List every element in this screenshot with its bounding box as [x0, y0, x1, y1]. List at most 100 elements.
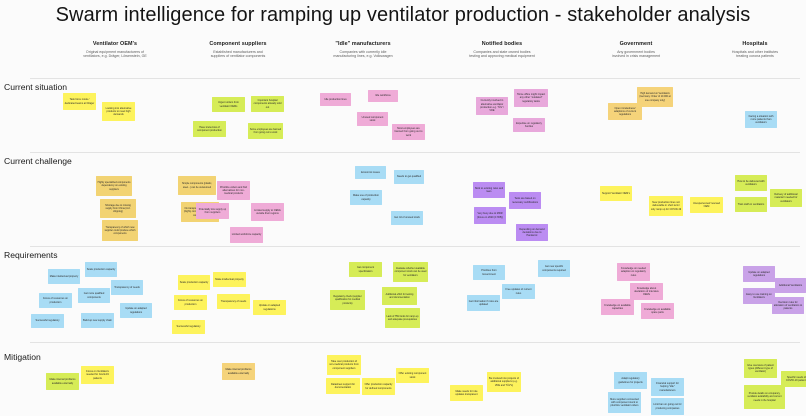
- sticky-note[interactable]: Additional effort for testing and docume…: [382, 287, 417, 305]
- sticky-note[interactable]: Prioritize orders and find alternatives …: [217, 181, 250, 200]
- sticky-note[interactable]: Open mindedness/ adaptions of current re…: [608, 103, 642, 120]
- sticky-note[interactable]: Expertise on regulatory hurdles: [513, 118, 545, 132]
- sticky-note[interactable]: Update on adapted regulations: [743, 266, 775, 282]
- sticky-note[interactable]: Successful regulatory: [31, 314, 64, 328]
- sticky-note[interactable]: Financial support for helping "idle" man…: [651, 378, 684, 396]
- sticky-note[interactable]: Limited workforce capacity: [230, 227, 263, 243]
- sticky-note[interactable]: Shortage due to missing supply from Chin…: [100, 199, 136, 218]
- sticky-note[interactable]: Transparency of needs: [111, 280, 143, 295]
- sticky-note[interactable]: Task force mode / dedicated teams at Drä…: [63, 93, 96, 110]
- sticky-note[interactable]: Most employees are banned from going out…: [392, 124, 425, 140]
- sticky-note[interactable]: Support Ventilator OEM's: [600, 186, 632, 201]
- row-divider-requirements: [30, 246, 800, 247]
- sticky-note[interactable]: Get component specification: [349, 262, 382, 277]
- row-divider-current-situation: [30, 78, 800, 79]
- sticky-note[interactable]: Some employees are banned from going out…: [248, 123, 283, 139]
- sticky-note[interactable]: Update on adapted regulations: [253, 300, 286, 315]
- sticky-note[interactable]: Make use of production capacity: [350, 190, 382, 205]
- sticky-note[interactable]: Provide details on occupancy, ventilator…: [744, 385, 785, 409]
- column-title: Component suppliers: [209, 41, 267, 47]
- column-title: Notified bodies: [481, 41, 523, 47]
- sticky-note[interactable]: Easy to use training on Ventilators: [743, 288, 775, 304]
- sticky-note[interactable]: Make needs for rule updates transparent: [450, 385, 483, 401]
- sticky-note[interactable]: Simple components (plastic, steel...) ca…: [178, 176, 216, 195]
- sticky-note[interactable]: High demand on Ventilators (Germany: Ord…: [637, 87, 673, 107]
- sticky-note[interactable]: Additional Ventilators: [775, 278, 806, 293]
- sticky-note[interactable]: Limited supply to OEMs outside their reg…: [251, 203, 284, 221]
- sticky-note[interactable]: Knowledge on needed adaption on regulato…: [617, 263, 650, 281]
- sticky-note[interactable]: Datasheet support for documentation: [326, 378, 360, 394]
- row-label-requirements: Requirements: [4, 250, 58, 260]
- sticky-note[interactable]: Make intellectual property: [213, 272, 246, 287]
- sticky-note[interactable]: Stick to existing rules and laws: [473, 182, 505, 198]
- sticky-note[interactable]: More suppliers connected with component …: [608, 392, 641, 413]
- sticky-note[interactable]: Focus of resources on production: [174, 295, 207, 310]
- column-title: Hospitals: [742, 41, 768, 47]
- sticky-note[interactable]: Urgent orders from ventilator OEMs: [212, 97, 245, 112]
- sticky-note[interactable]: Update on adapted regulations: [120, 303, 152, 318]
- sticky-note[interactable]: Make internal problems available externa…: [222, 363, 255, 380]
- sticky-note[interactable]: Train staff on ventilators: [735, 197, 767, 212]
- sticky-note[interactable]: Adapt regulatory guidelines for projects: [614, 372, 647, 389]
- sticky-note[interactable]: Potentially low supply up from suppliers: [196, 203, 229, 219]
- sticky-note[interactable]: Transparency of which new supplier could…: [102, 220, 138, 241]
- sticky-note[interactable]: Build up new supply chain: [81, 313, 114, 328]
- sticky-note[interactable]: Evaluate whether available component sto…: [393, 262, 428, 282]
- sticky-note[interactable]: Delivery of additional material / needed…: [770, 189, 802, 207]
- sticky-note[interactable]: Focus on Ventilators needed for Covid-19…: [81, 366, 114, 384]
- sticky-note[interactable]: Get new specific components required: [538, 260, 570, 277]
- sticky-note[interactable]: Very busy due to MDR (focus on 2020 (17/…: [474, 207, 506, 224]
- sticky-note[interactable]: Offer existing component stock: [396, 368, 429, 383]
- sticky-note[interactable]: Be involved into projects of additional …: [487, 372, 521, 392]
- sticky-note[interactable]: Facing a situation with more patients th…: [745, 111, 777, 128]
- sticky-note[interactable]: Limit ban on going out for producing com…: [651, 398, 684, 415]
- sticky-note[interactable]: Get information if rules are updated: [467, 295, 500, 311]
- sticky-note[interactable]: Knowledge on available spare parts: [641, 303, 674, 319]
- sticky-note[interactable]: Highly specialized components dependency…: [96, 176, 132, 196]
- sticky-note[interactable]: Lack of HW funds for ramp-up and adequat…: [385, 308, 420, 328]
- sticky-note[interactable]: Idle workforce: [368, 90, 398, 102]
- sticky-note[interactable]: Offer production capacity for defined co…: [362, 378, 395, 395]
- sticky-note[interactable]: Have know-how of component production: [193, 121, 226, 137]
- sticky-note[interactable]: Unexperienced/ rescued OEM: [690, 197, 723, 213]
- sticky-note[interactable]: Successful regulatory: [172, 320, 205, 334]
- sticky-note[interactable]: Free updates of current rules: [502, 284, 535, 299]
- sticky-note[interactable]: Looking into alternative products to mee…: [102, 102, 135, 121]
- row-label-current-challenge: Current challenge: [4, 156, 72, 166]
- sticky-note[interactable]: Decision rules for allocation of ventila…: [772, 297, 804, 314]
- sticky-note[interactable]: Give overview of patient types (differen…: [744, 359, 777, 378]
- sticky-note[interactable]: Scale production capacity: [85, 262, 117, 277]
- sticky-note[interactable]: Specific needs of COVID-19 patients: [781, 371, 806, 387]
- sticky-note[interactable]: Focus of resources on production: [39, 293, 72, 308]
- sticky-note[interactable]: Scale production capacity: [178, 275, 210, 290]
- row-divider-current-challenge: [30, 152, 800, 153]
- sticky-note[interactable]: Idle production lines: [320, 93, 351, 106]
- sticky-note[interactable]: Important hospital components already so…: [251, 96, 284, 112]
- sticky-note[interactable]: Knowledge on available capacities: [601, 299, 634, 315]
- sticky-note[interactable]: New production lines not deliverable in …: [649, 196, 683, 216]
- sticky-note[interactable]: Transparency of needs: [217, 294, 250, 309]
- sticky-note[interactable]: Needs to get qualified: [394, 170, 424, 184]
- sticky-note[interactable]: Get more qualified components: [78, 288, 110, 303]
- sticky-note[interactable]: Currently involved in alternative ventil…: [476, 97, 508, 115]
- sticky-note[interactable]: Knowledge about deviations of intensive …: [630, 283, 663, 300]
- sticky-note[interactable]: Home office might impact any other "outd…: [514, 89, 548, 107]
- sticky-note[interactable]: Take over production of non-medical prod…: [327, 355, 361, 375]
- sticky-note[interactable]: Get rid of unused stock: [391, 211, 423, 225]
- sticky-note[interactable]: Make intellectual property: [48, 269, 80, 284]
- sticky-note[interactable]: Regulatory check (supplier qualification…: [330, 290, 365, 310]
- sticky-note[interactable]: Unused component stock: [357, 112, 388, 126]
- sticky-note[interactable]: Make internal problems available externa…: [46, 373, 79, 390]
- sticky-note[interactable]: Depending on demand deviations due to Pa…: [516, 224, 548, 241]
- sticky-note[interactable]: Tests are based on necessary certificati…: [509, 192, 541, 209]
- sticky-note[interactable]: Priorities from Government: [473, 265, 505, 280]
- sticky-note[interactable]: Economic issues: [355, 166, 386, 179]
- sticky-note[interactable]: How to be delivered with ventilators: [735, 175, 767, 191]
